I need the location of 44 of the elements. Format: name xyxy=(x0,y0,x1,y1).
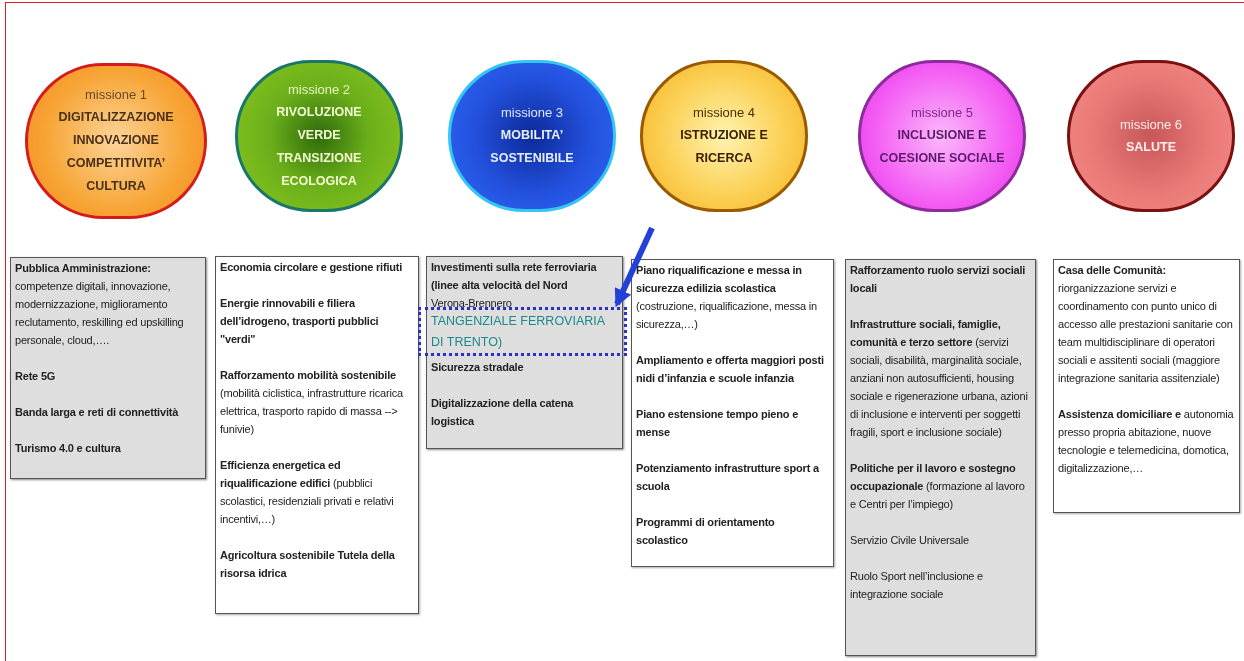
mission-number: missione 2 xyxy=(287,81,351,99)
topic-text: Rete 5G xyxy=(15,369,57,384)
topic-text: Energie rinnovabili e filiera dell’idrogeno, trasporti pubblici "verdi" xyxy=(220,296,380,347)
topic-text: Politiche per il lavoro e sostegno occupazionale (formazione al lavoro e Centri per l’impiego) xyxy=(850,461,1026,512)
mission-number: missione 6 xyxy=(1119,115,1183,134)
topic-text: Potenziamento infrastrutture sport a scuola xyxy=(636,461,821,494)
mission-number: missione 4 xyxy=(692,104,756,122)
topic-box xyxy=(631,259,834,567)
topic-text: Economia circolare e gestione rifiuti xyxy=(220,260,404,275)
topic-text: Pubblica Amministrazione: competenze digitali, innovazione, modernizzazione, miglioramento reclutamento, reskilling ed upskilling personale, cloud,…. xyxy=(15,261,185,348)
topic-text: Casa delle Comunità: riorganizzazione servizi e coordinamento con punto unico di accesso alle prestazioni sanitarie con team multidisciplinare di operatori sociali e assitenti sociali (maggiore integrazione sanitaria assitenziale) xyxy=(1058,263,1234,386)
topic-text: Infrastrutture sociali, famiglie, comunità e terzo settore (servizi sociali, disabilità, marginalità sociale, anziani non autosufficienti, housing sociale e rigenerazione urbana, azioni di inclusione e interventi per soggetti fragili, sport e inclusione sociale) xyxy=(850,317,1029,440)
mission-number: missione 5 xyxy=(910,104,974,122)
topic-text: Investimenti sulla rete ferroviaria (linee alta velocità del Nord Verona-Brennero xyxy=(431,260,598,311)
arrow xyxy=(614,226,655,308)
topic-text: Turismo 4.0 e cultura xyxy=(15,441,122,456)
mission-title: INCLUSIONE E COESIONE SOCIALE xyxy=(878,127,1006,167)
mission-number: missione 3 xyxy=(500,104,564,122)
topic-text: Assistenza domiciliare e autonomia presso propria abitazione, nuove tecnologie e telemedicina, domotica, digitalizzazione,… xyxy=(1058,407,1235,476)
topic-text: Rafforzamento mobilità sostenibile (mobilità ciclistica, infrastrutture ricarica elettrica, trasporto rapido di massa --> funivie) xyxy=(220,368,404,437)
topic-text: Sicurezza stradale xyxy=(431,360,525,375)
topic-text: Efficienza energetica ed riqualificazione edifici (pubblici scolastici, residenziali privati e relativi incentivi,…) xyxy=(220,458,395,527)
topic-text: Servizio Civile Universale xyxy=(850,533,970,548)
topic-box xyxy=(10,257,206,479)
topic-text: Piano estensione tempo pieno e mense xyxy=(636,407,800,440)
topic-box xyxy=(426,256,623,449)
topic-text: Banda larga e reti di connettività xyxy=(15,405,180,420)
mission-number: missione 1 xyxy=(84,86,148,104)
mission-title: RIVOLUZIONE VERDE TRANSIZIONE ECOLOGICA xyxy=(275,104,363,190)
topic-box xyxy=(215,256,419,614)
mission-title: DIGITALIZZAZIONE INNOVAZIONE COMPETITIVITA’ CULTURA xyxy=(57,109,175,195)
topic-text: Ruolo Sport nell’inclusione e integrazione sociale xyxy=(850,569,984,602)
mission-title: SALUTE xyxy=(1125,138,1177,156)
topic-box xyxy=(845,259,1036,656)
topic-text: Programmi di orientamento scolastico xyxy=(636,515,776,548)
topic-text: Digitalizzazione della catena logistica xyxy=(431,396,575,429)
topic-text: Piano riqualificazione e messa in sicurezza edilizia scolastica (costruzione, riqualificazione, messa in sicurezza,…) xyxy=(636,263,818,332)
topic-text: Agricoltura sostenibile Tutela della risorsa idrica xyxy=(220,548,396,581)
mission-title: MOBILITA’ SOSTENIBILE xyxy=(489,127,575,167)
topic-text: Ampliamento e offerta maggiori posti nidi d’infanzia e scuole infanzia xyxy=(636,353,825,386)
topic-box xyxy=(1053,259,1240,513)
mission-title: ISTRUZIONE E RICERCA xyxy=(679,127,769,167)
highlight-text: TANGENZIALE FERROVIARIA DI TRENTO) xyxy=(431,313,606,351)
topic-text: Rafforzamento ruolo servizi sociali locali xyxy=(850,263,1027,296)
